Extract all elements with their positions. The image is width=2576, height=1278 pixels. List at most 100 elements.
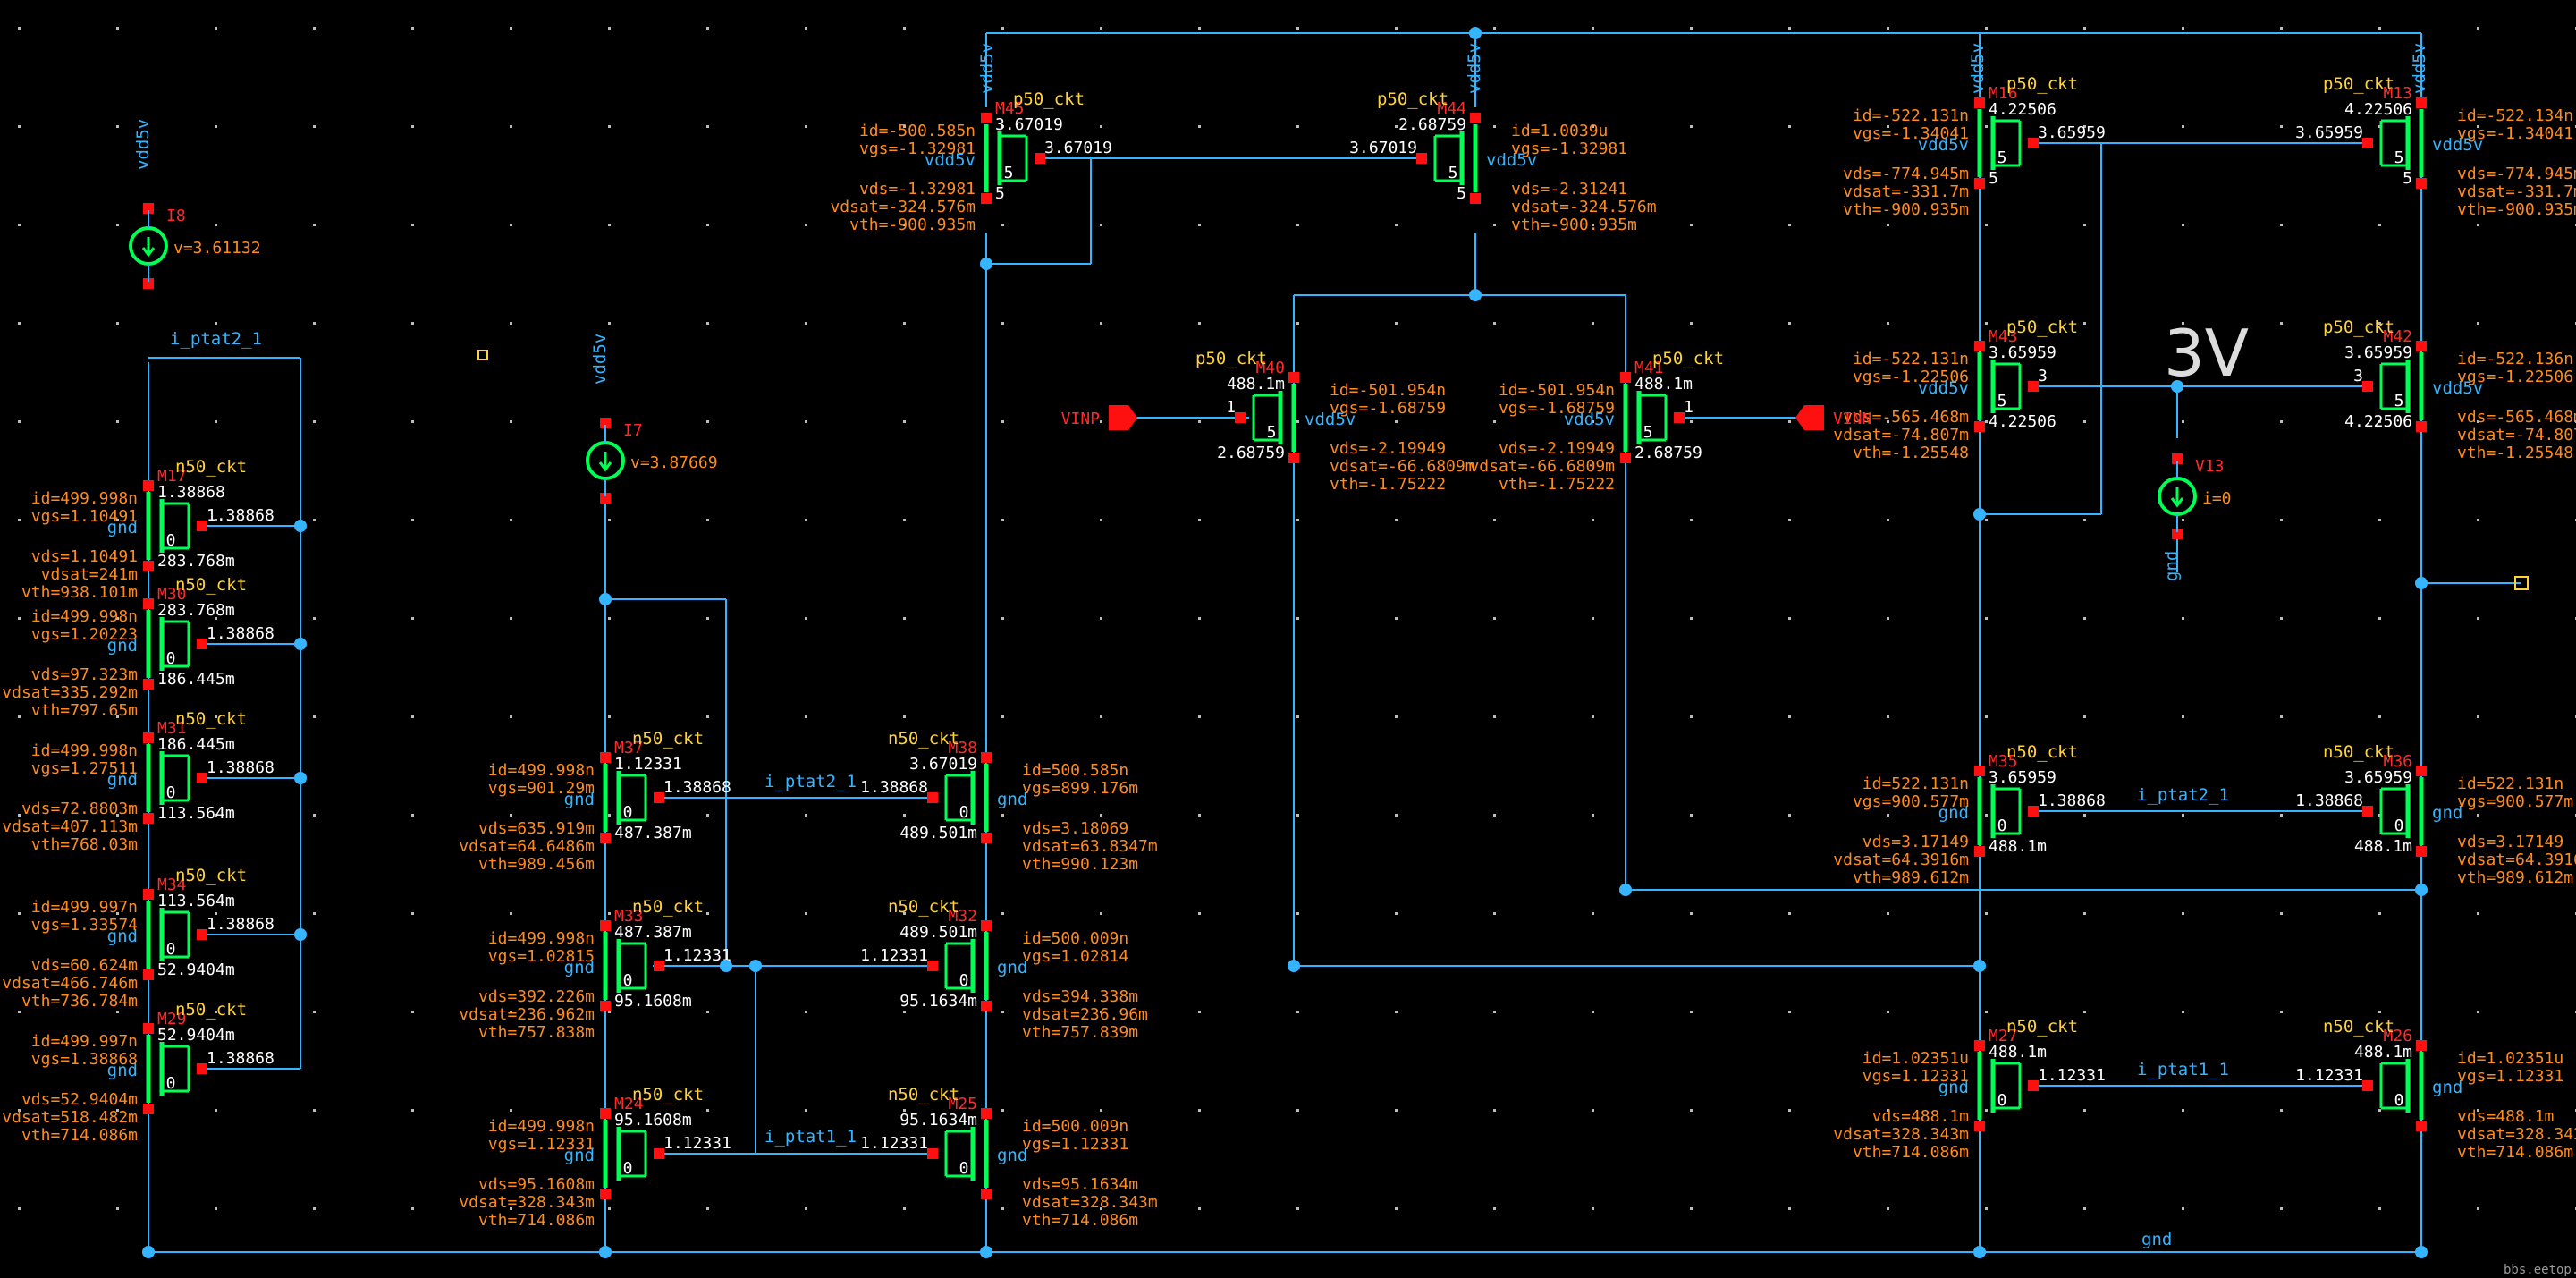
pin[interactable] [197, 1063, 207, 1074]
output-pin[interactable] [2514, 576, 2529, 590]
pin[interactable] [1235, 412, 1246, 423]
pin[interactable] [143, 1023, 154, 1034]
transistor-m45[interactable]: M45p50_cktid=-500.585nvgs=-1.32981vds=-1… [830, 89, 1111, 234]
pin[interactable] [197, 929, 207, 940]
pin[interactable] [981, 1001, 992, 1011]
pin[interactable] [1974, 766, 1985, 776]
pin[interactable] [2416, 421, 2427, 432]
pin[interactable] [1974, 421, 1985, 432]
pin[interactable] [1470, 113, 1481, 123]
pin[interactable] [1620, 372, 1631, 383]
pin[interactable] [927, 961, 938, 971]
pin[interactable] [143, 813, 154, 824]
pin[interactable] [1974, 1121, 1985, 1131]
pin[interactable] [654, 961, 664, 971]
pin[interactable] [981, 1189, 992, 1199]
pin[interactable] [2362, 381, 2373, 392]
pin[interactable] [600, 1108, 611, 1119]
transistor-m34[interactable]: M34n50_cktid=499.997nvgs=1.33574vds=60.6… [2, 866, 274, 1011]
pin[interactable] [2416, 341, 2427, 351]
transistor-m27[interactable]: M27n50_cktid=1.02351uvgs=1.12331vds=488.… [1833, 1017, 2106, 1162]
transistor-m35[interactable]: M35n50_cktid=522.131nvgs=900.577mvds=3.1… [1833, 742, 2106, 887]
pin[interactable] [2416, 1040, 2427, 1051]
pin[interactable] [1416, 153, 1427, 164]
pin[interactable] [981, 113, 992, 123]
pin[interactable] [1288, 372, 1299, 383]
transistor-m24[interactable]: M24n50_cktid=499.998nvgs=1.12331vds=95.1… [459, 1085, 731, 1230]
pin[interactable] [143, 732, 154, 743]
pin[interactable] [143, 1104, 154, 1114]
pin[interactable] [981, 920, 992, 931]
pin[interactable] [143, 969, 154, 980]
pin[interactable] [981, 1108, 992, 1119]
pin[interactable] [600, 920, 611, 931]
transistor-m37[interactable]: M37n50_cktid=499.998nvgs=901.29mvds=635.… [459, 729, 731, 874]
pin[interactable] [1620, 453, 1631, 463]
transistor-m25[interactable]: M25n50_cktid=500.009nvgs=1.12331vds=95.1… [860, 1085, 1158, 1230]
pin[interactable] [2028, 381, 2039, 392]
pin[interactable] [927, 792, 938, 803]
port-vinn[interactable]: VINN [1795, 405, 1871, 430]
pin[interactable] [1288, 453, 1299, 463]
transistor-m44[interactable]: M44p50_cktid=1.0039uvgs=-1.32981vds=-2.3… [1349, 89, 1656, 234]
pin[interactable] [2362, 138, 2373, 148]
pin[interactable] [981, 193, 992, 204]
transistor-m42[interactable]: M42p50_cktid=-522.136nvgs=-1.22506vds=-5… [2323, 317, 2576, 462]
pin[interactable] [143, 561, 154, 571]
pin[interactable] [2028, 1080, 2039, 1091]
pin[interactable] [1470, 193, 1481, 204]
transistor-m26[interactable]: M26n50_cktid=1.02351uvgs=1.12331vds=488.… [2295, 1017, 2576, 1162]
pin[interactable] [981, 833, 992, 843]
pin[interactable] [143, 598, 154, 609]
transistor-m30[interactable]: M30n50_cktid=499.998nvgs=1.20223vds=97.3… [2, 575, 274, 720]
transistor-m31[interactable]: M31n50_cktid=499.998nvgs=1.27511vds=72.8… [2, 709, 274, 854]
pin[interactable] [2362, 806, 2373, 817]
pin[interactable] [2362, 1080, 2373, 1091]
transistor-m13[interactable]: M13p50_cktid=-522.134nvgs=-1.34041vds=-7… [2295, 74, 2576, 219]
pin[interactable] [1974, 341, 1985, 351]
port-vinp[interactable]: VINP [1061, 405, 1137, 430]
pin[interactable] [2028, 806, 2039, 817]
param-vth: vth=989.612m [1853, 868, 1969, 887]
pin[interactable] [1674, 412, 1685, 423]
pin[interactable] [654, 792, 664, 803]
pin[interactable] [197, 639, 207, 649]
pin[interactable] [600, 752, 611, 763]
pin[interactable] [143, 480, 154, 491]
pin[interactable] [197, 773, 207, 783]
transistor-m36[interactable]: M36n50_cktid=522.131nvgs=900.577mvds=3.1… [2295, 742, 2576, 887]
transistor-m33[interactable]: M33n50_cktid=499.998nvgs=1.02815vds=392.… [459, 897, 731, 1042]
pin[interactable] [2416, 846, 2427, 857]
pin[interactable] [1974, 97, 1985, 108]
pin[interactable] [1974, 178, 1985, 189]
pin[interactable] [143, 889, 154, 900]
pin[interactable] [1974, 1040, 1985, 1051]
pin[interactable] [197, 521, 207, 531]
pin[interactable] [600, 833, 611, 843]
pin[interactable] [2416, 1121, 2427, 1131]
transistor-m38[interactable]: M38n50_cktid=500.585nvgs=899.176mvds=3.1… [860, 729, 1158, 874]
pin[interactable] [927, 1148, 938, 1159]
transistor-m29[interactable]: M29n50_cktid=499.997nvgs=1.38868vds=52.9… [2, 1000, 274, 1145]
pin[interactable] [2028, 138, 2039, 148]
pin[interactable] [600, 1001, 611, 1011]
pin[interactable] [1974, 846, 1985, 857]
pin[interactable] [600, 1189, 611, 1199]
pin[interactable] [1035, 153, 1045, 164]
pin[interactable] [981, 752, 992, 763]
transistor-m43[interactable]: M43p50_cktid=-522.131nvgs=-1.22506vds=-5… [1833, 317, 2078, 462]
transistor-m17[interactable]: M17n50_cktid=499.998nvgs=1.10491vds=1.10… [21, 457, 274, 602]
transistor-m32[interactable]: M32n50_cktid=500.009nvgs=1.02814vds=394.… [860, 897, 1148, 1042]
transistor-m16[interactable]: M16p50_cktid=-522.131nvgs=-1.34041vds=-7… [1843, 74, 2106, 219]
pin[interactable] [2416, 97, 2427, 108]
transistor-m40[interactable]: M40p50_cktid=-501.954nvgs=-1.68759vds=-2… [1195, 349, 1475, 494]
transistor-m41[interactable]: M41p50_cktid=-501.954nvgs=-1.68759vds=-2… [1469, 349, 1724, 494]
pin[interactable] [2416, 766, 2427, 776]
pin[interactable] [2416, 178, 2427, 189]
pin[interactable] [143, 679, 154, 690]
pin[interactable] [654, 1148, 664, 1159]
